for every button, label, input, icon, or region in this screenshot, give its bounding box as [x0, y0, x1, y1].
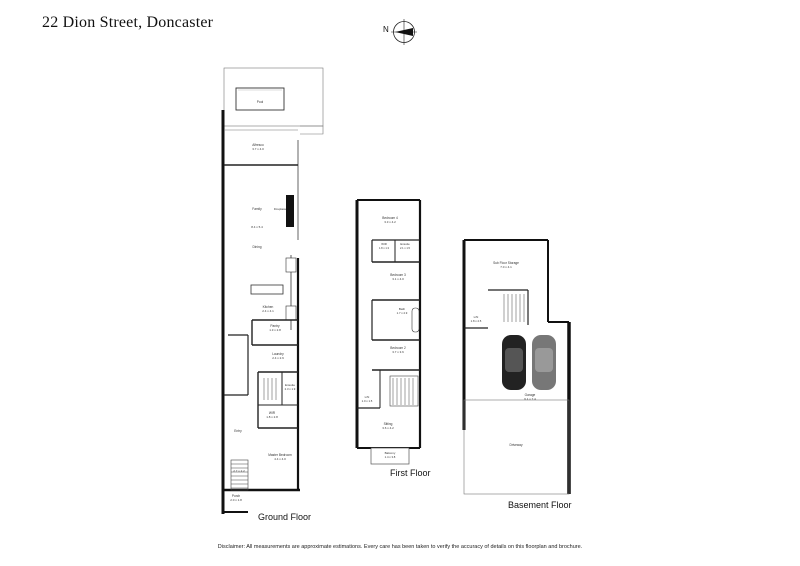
room-label: Alfresco [252, 143, 264, 147]
room-label: Porch [232, 494, 241, 498]
kitchen-island [250, 284, 284, 295]
room-label: Fireplace [274, 207, 287, 211]
room-label: Ensuite [285, 383, 295, 387]
basement-floor-plan: Sub Floor Storage 7.0 x 4.1 Garage 6.1 x… [462, 239, 571, 495]
room-label: Ensuite [400, 242, 410, 246]
room-dims: 2.4 x 2.9 [272, 356, 284, 360]
page-title: 22 Dion Street, Doncaster [42, 14, 214, 31]
room-label: Kitchen [263, 305, 274, 309]
room-label: Balcony [385, 451, 396, 455]
room-label: Sub Floor Storage [493, 261, 519, 265]
room-dims: 2.0 x 1.8 [230, 498, 242, 502]
room-label: Entry [234, 429, 242, 433]
room-label: L/N [365, 395, 370, 399]
room-label: Bath [399, 307, 406, 311]
room-dims: 1.8 x 2.8 [266, 415, 278, 419]
room-label: Laundry [272, 352, 284, 356]
room-dims: 3.3 x 4.2 [384, 220, 396, 224]
room-label: Sitting [384, 422, 393, 426]
car-grey [532, 335, 556, 390]
room-dims: 1.3 x 2.8 [269, 328, 281, 332]
room-dims: 2.7 x 2.2 [233, 469, 245, 473]
bathtub [411, 307, 420, 333]
room-dims: 4.4 x 4.0 [274, 457, 286, 461]
ground-floor-plan: Pool Alfresco 3.7 x 4.0 Family Fireplace… [221, 67, 324, 514]
room-dims: 3.7 x 3.6 [392, 350, 404, 354]
room-dims: 1.7 x 2.9 [397, 311, 408, 315]
room-dims: 3.6 x 4.2 [382, 426, 394, 430]
fireplace [286, 195, 294, 227]
room-dims: 1.8 x 1.3 [379, 246, 390, 250]
room-label: Bedroom 2 [390, 346, 406, 350]
room-dims: 2.4 x 4.1 [262, 309, 274, 313]
room-label: Family [252, 207, 262, 211]
first-floor-label: First Floor [390, 468, 431, 478]
room-label: Garage [525, 393, 536, 397]
room-dims: 7.0 x 4.1 [500, 265, 512, 269]
room-label: Driveway [509, 443, 523, 447]
room-dims: 3.1 x 4.0 [392, 277, 404, 281]
balcony [370, 447, 410, 465]
room-dims: 1.8 x 2.5 [471, 319, 482, 323]
room-label: WIR [381, 242, 386, 246]
room-label: Bedroom 4 [382, 216, 398, 220]
basement-floor-label: Basement Floor [508, 500, 572, 510]
room-dims: 1.0 x 1.5 [362, 399, 373, 403]
room-label: L/N [474, 315, 479, 319]
room-label: Pantry [270, 324, 280, 328]
compass-icon [391, 19, 417, 45]
room-dims: 2.3 x 1.9 [285, 387, 296, 391]
room-dims: 1.4 x 3.8 [385, 455, 396, 459]
pool [235, 87, 285, 111]
first-floor-plan: Bedroom 4 3.3 x 4.2 Ensuite 2.1 x 1.5 WI… [355, 199, 422, 465]
car-black [502, 335, 526, 390]
ground-floor-label: Ground Floor [258, 512, 312, 522]
room-label: Dining [252, 245, 261, 249]
room-dims: 6.1 x 7.4 [524, 397, 536, 401]
room-dims: 2.1 x 1.5 [400, 246, 411, 250]
room-dims: 3.7 x 4.0 [252, 147, 264, 151]
room-label: Bedroom 3 [390, 273, 406, 277]
room-label: Master Bedroom [268, 453, 292, 457]
room-label: Pool [257, 100, 264, 104]
room-dims: 8.4 x 5.4 [251, 225, 263, 229]
compass-north-label: N [383, 25, 389, 34]
room-label: WIR [269, 411, 276, 415]
disclaimer: Disclaimer: All measurements are approxi… [217, 544, 583, 550]
